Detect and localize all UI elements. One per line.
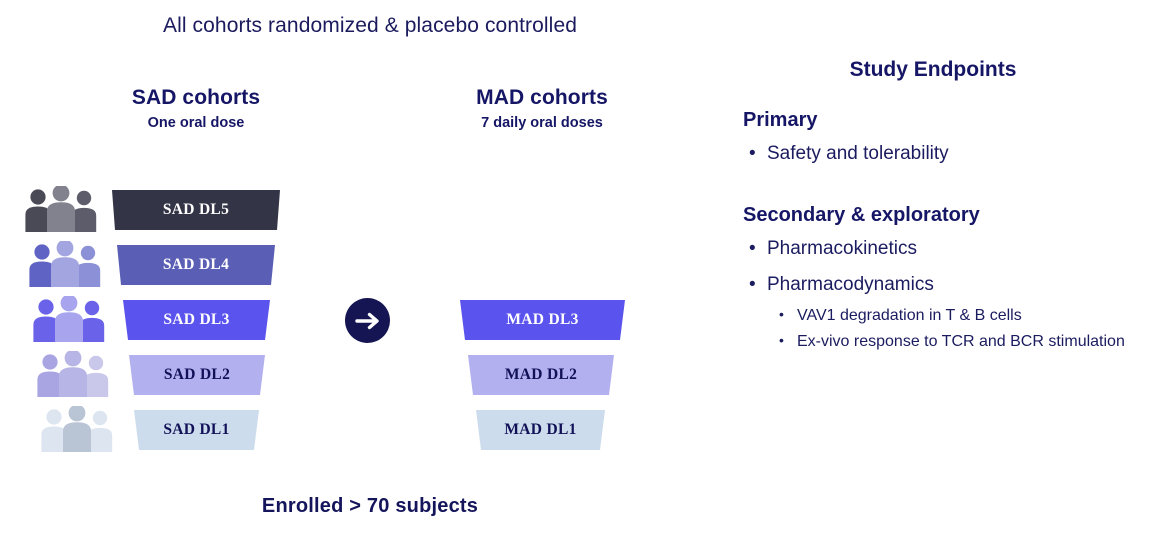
cohort-bar-label: MAD DL1	[504, 421, 577, 438]
bullet-icon: •	[749, 273, 756, 295]
cohort-bar-label: SAD DL1	[163, 421, 230, 438]
bullet-icon: •	[749, 237, 756, 259]
mad-title: MAD cohorts	[476, 86, 608, 109]
sad-title: SAD cohorts	[131, 86, 261, 109]
people-group-icon	[22, 186, 100, 232]
bullet-icon: •	[779, 332, 784, 349]
secondary-endpoint-list: • Pharmacokinetics • Pharmacodynamics • …	[735, 236, 1165, 352]
cohort-bar-sad-dl1[interactable]: SAD DL1	[134, 410, 259, 450]
primary-heading: Primary	[743, 109, 818, 131]
list-item: • Safety and tolerability	[735, 141, 1165, 168]
cohort-bar-sad-dl4[interactable]: SAD DL4	[117, 245, 275, 285]
cohort-bar-label: MAD DL3	[506, 311, 579, 328]
enrolled-total-text: Enrolled > 70 subjects	[261, 495, 479, 517]
cohort-bar-sad-dl5[interactable]: SAD DL5	[112, 190, 280, 230]
secondary-heading: Secondary & exploratory	[743, 203, 980, 226]
arrow-right-icon	[345, 298, 390, 343]
list-item: • Ex-vivo response to TCR and BCR stimul…	[767, 331, 1165, 352]
people-group-icon	[30, 296, 108, 342]
cohort-bar-label: MAD DL2	[504, 366, 578, 383]
list-item: • Pharmacodynamics • VAV1 degradation in…	[735, 272, 1165, 352]
cohort-bar-mad-dl3[interactable]: MAD DL3	[460, 300, 625, 340]
cohort-bar-sad-dl2[interactable]: SAD DL2	[129, 355, 265, 395]
sad-subtitle: One oral dose	[147, 115, 245, 132]
list-item-label: Ex-vivo response to TCR and BCR stimulat…	[797, 333, 1125, 351]
cohort-bar-sad-dl3[interactable]: SAD DL3	[123, 300, 270, 340]
list-item-label: Pharmacodynamics	[767, 273, 934, 295]
cohort-bar-label: SAD DL4	[162, 256, 230, 273]
list-item-label: Pharmacokinetics	[767, 237, 917, 259]
bullet-icon: •	[749, 143, 756, 164]
people-group-icon	[34, 351, 112, 397]
list-item-label: VAV1 degradation in T & B cells	[797, 306, 1022, 324]
mad-subtitle: 7 daily oral doses	[481, 115, 603, 132]
cohort-bar-mad-dl2[interactable]: MAD DL2	[468, 355, 614, 395]
endpoints-title: Study Endpoints	[849, 58, 1017, 81]
bullet-icon: •	[779, 305, 784, 322]
cohort-bar-label: SAD DL2	[163, 366, 231, 383]
people-group-icon	[38, 406, 116, 452]
cohort-bar-label: SAD DL3	[163, 311, 230, 328]
banner-text: All cohorts randomized & placebo control…	[162, 14, 578, 37]
list-item-label: Safety and tolerability	[767, 143, 949, 164]
sad-column-header: SAD cohorts One oral dose	[66, 86, 326, 132]
cohort-bar-mad-dl1[interactable]: MAD DL1	[476, 410, 605, 450]
mad-column-header: MAD cohorts 7 daily oral doses	[412, 86, 672, 132]
people-group-icon	[26, 241, 104, 287]
list-item: • Pharmacokinetics	[735, 236, 1165, 263]
pharmacodynamics-sublist: • VAV1 degradation in T & B cells • Ex-v…	[767, 305, 1165, 352]
cohort-bar-label: SAD DL5	[162, 201, 230, 218]
primary-endpoint-list: • Safety and tolerability	[735, 141, 1165, 168]
list-item: • VAV1 degradation in T & B cells	[767, 305, 1165, 326]
study-endpoints-panel: Study Endpoints Primary • Safety and tol…	[735, 58, 1165, 352]
